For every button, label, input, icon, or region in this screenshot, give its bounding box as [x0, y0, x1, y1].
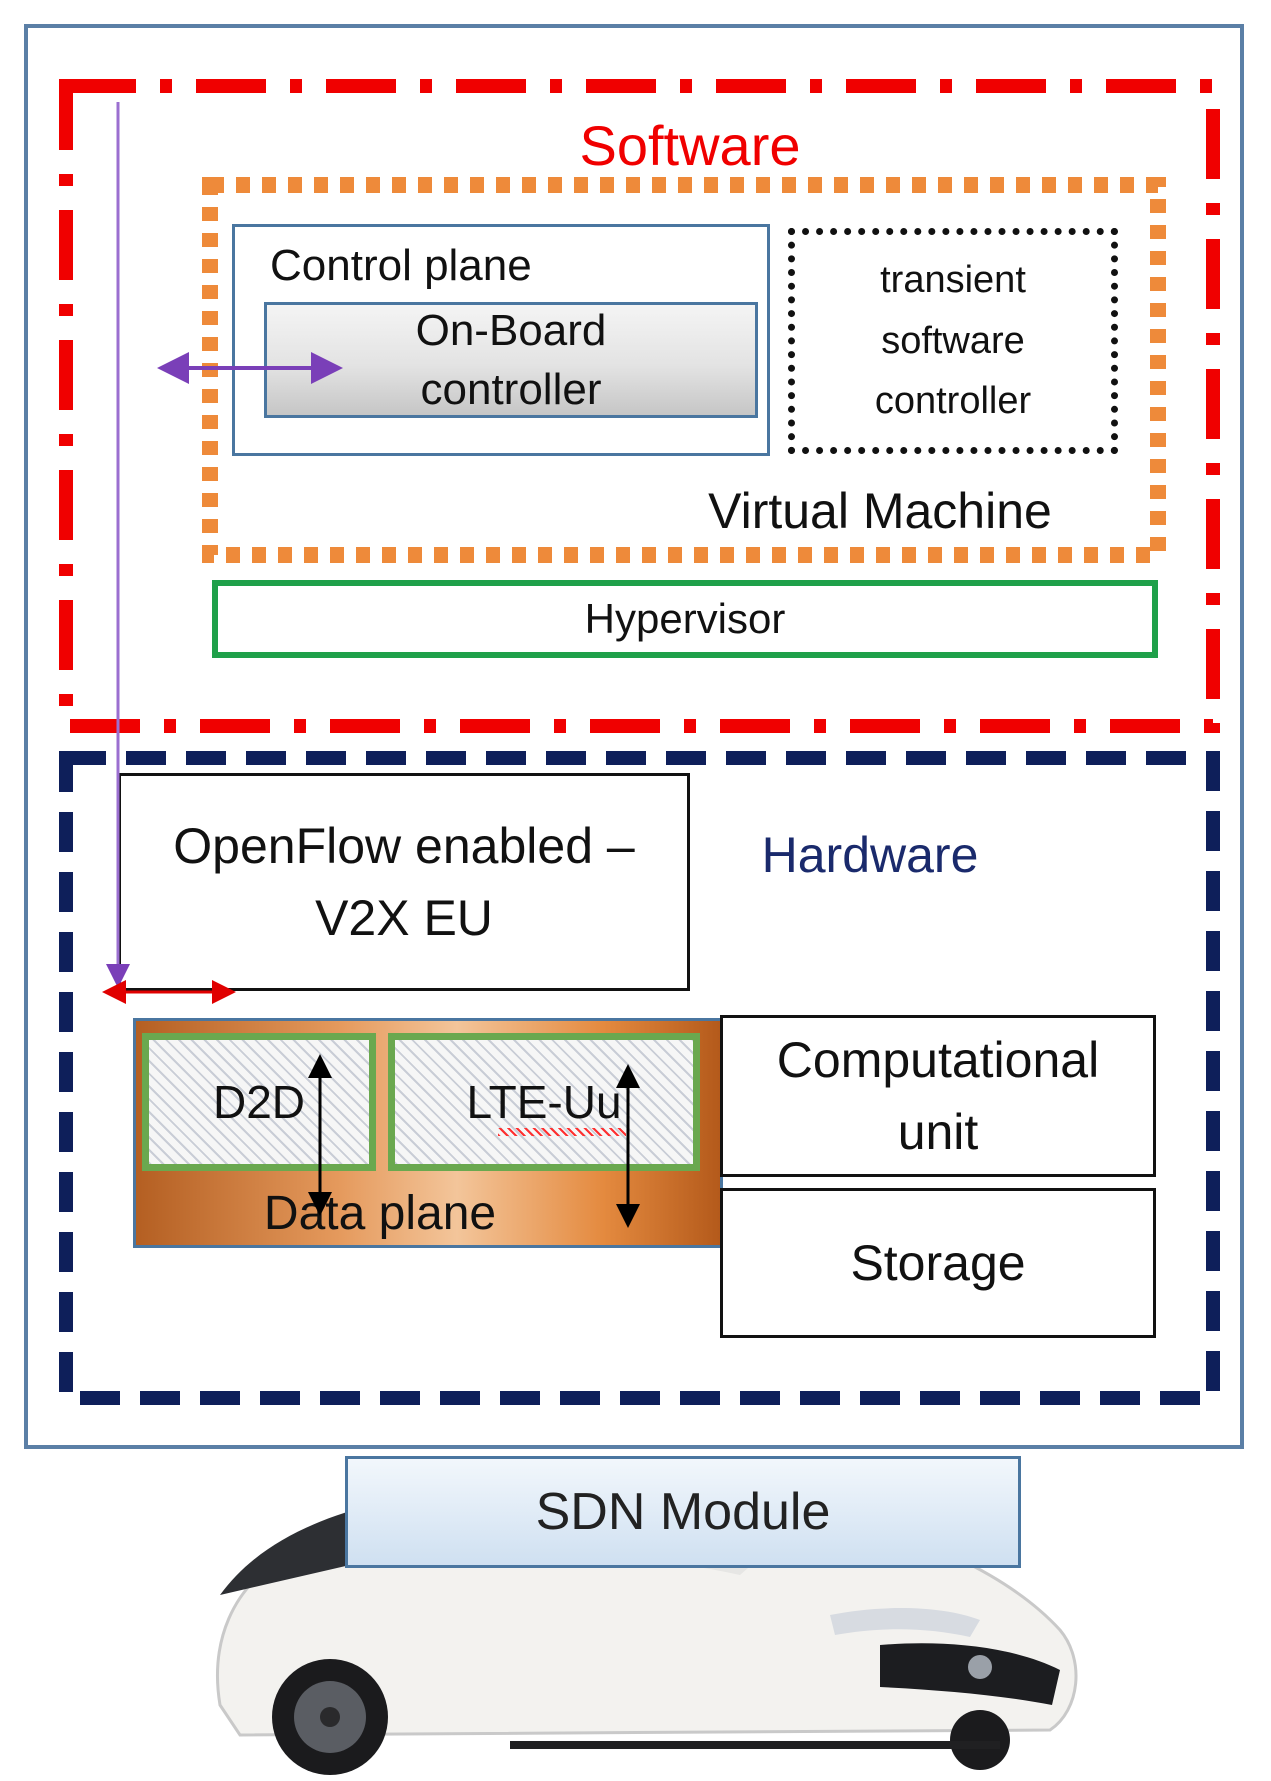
lte-uu-box: LTE-Uu: [388, 1033, 700, 1171]
control-plane-label: Control plane: [270, 241, 532, 290]
software-region-border: [59, 79, 1220, 733]
hardware-label: Hardware: [761, 827, 979, 883]
openflow-line2: V2X EU: [315, 890, 493, 946]
transient-controller-box: transient software controller: [788, 228, 1118, 454]
onboard-controller-line2: controller: [420, 365, 602, 414]
openflow-line1: OpenFlow enabled –: [173, 817, 635, 874]
d2d-box: D2D: [142, 1033, 376, 1171]
onboard-controller-box: On-Board controller: [264, 302, 758, 418]
computational-unit-box: Computational unit: [720, 1015, 1156, 1177]
storage-label: Storage: [850, 1235, 1026, 1291]
rear-wheel-icon: [950, 1710, 1010, 1770]
transient-line2: software: [881, 319, 1025, 362]
lte-uu-label: LTE-Uu: [466, 1076, 622, 1128]
computational-line2: unit: [897, 1104, 979, 1160]
hardware-region-border: [59, 751, 1220, 1405]
data-plane-label: Data plane: [263, 1186, 497, 1240]
sdn-module-label: SDN Module: [535, 1483, 831, 1541]
transient-line3: controller: [874, 380, 1032, 423]
software-label: Software: [579, 113, 801, 177]
openflow-box: OpenFlow enabled – V2X EU: [118, 773, 690, 991]
computational-line1: Computational: [776, 1031, 1100, 1088]
hypervisor-label: Hypervisor: [584, 595, 786, 642]
outer-frame: [24, 24, 1244, 1449]
spellcheck-underline: [498, 1128, 626, 1136]
hypervisor-box: Hypervisor: [212, 580, 1158, 658]
transient-line1: transient: [880, 258, 1026, 301]
sdn-module-box: SDN Module: [345, 1456, 1021, 1568]
onboard-controller-line1: On-Board: [415, 305, 607, 355]
d2d-label: D2D: [212, 1076, 306, 1128]
virtual-machine-label: Virtual Machine: [708, 483, 1052, 539]
storage-box: Storage: [720, 1188, 1156, 1338]
